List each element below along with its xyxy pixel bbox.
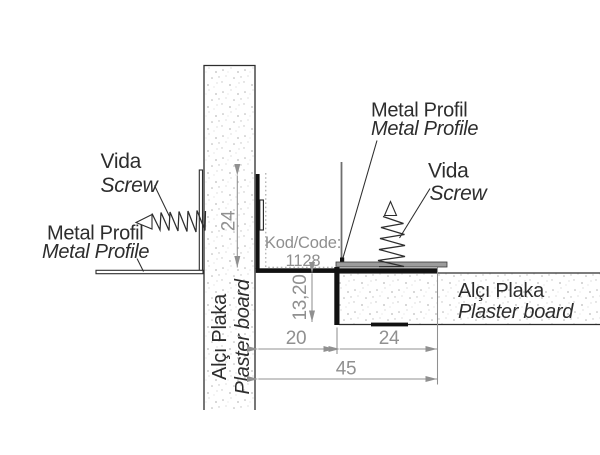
profile-1128-base <box>255 268 438 273</box>
dim-text-24: 24 <box>379 328 400 349</box>
label-vida-left-tr: Vida <box>101 150 142 173</box>
dimensions: 24 13,20 20 24 45 <box>219 164 439 385</box>
horizontal-plasterboard: Alçı Plaka Plaster board <box>339 272 600 326</box>
screw-left-tip <box>134 213 153 230</box>
profile-1128-drop-leg <box>334 267 340 325</box>
screw-right <box>377 200 406 268</box>
horizontal-plasterboard-texture <box>339 273 600 325</box>
screw-left-thread <box>151 210 207 233</box>
code-label: Kod/Code: <box>265 234 341 252</box>
dim-text-vertical-24: 24 <box>219 210 240 231</box>
leader-lines <box>136 140 431 272</box>
dim-text-45: 45 <box>336 359 357 380</box>
leader-metal-profil-left <box>136 258 144 272</box>
horizontal-plasterboard-label-en: Plaster board <box>458 301 574 323</box>
leader-metal-profil-right <box>341 140 378 260</box>
vertical-plasterboard-label-tr: Alçı Plaka <box>209 293 231 380</box>
dim-text-20: 20 <box>286 328 307 349</box>
screw-left <box>134 210 207 233</box>
leader-metal-profil-right-end-dot <box>340 257 345 262</box>
profile-1128-vertical-leg <box>255 174 260 269</box>
callout-labels: Vida Screw Metal Profil Metal Profile Me… <box>42 100 489 271</box>
label-metal-profil-left-en: Metal Profile <box>42 241 149 263</box>
leader-vida-left <box>154 185 171 218</box>
label-metal-profil-left-tr: Metal Profil <box>47 223 143 245</box>
screw-right-thread <box>377 215 406 268</box>
label-metal-profil-right-tr: Metal Profil <box>371 100 467 122</box>
label-vida-left-en: Screw <box>101 174 160 197</box>
vertical-plasterboard: Alçı Plaka Plaster board <box>203 64 256 410</box>
vertical-plasterboard-texture <box>204 66 255 410</box>
label-vida-right-tr: Vida <box>428 160 469 183</box>
profile-1128 <box>255 162 448 327</box>
profile-1128-clip <box>259 199 264 231</box>
vertical-plasterboard-outline <box>203 64 256 410</box>
left-angle-profile-flange <box>95 269 204 275</box>
label-metal-profil-right-en: Metal Profile <box>371 118 478 140</box>
vertical-plasterboard-label-en: Plaster board <box>232 278 254 394</box>
leader-vida-right <box>399 188 431 239</box>
screw-right-tip <box>383 200 398 217</box>
profile-1128-bottom-lip <box>371 322 408 327</box>
horizontal-plasterboard-label-tr: Alçı Plaka <box>458 280 545 302</box>
label-vida-right-en: Screw <box>430 182 489 205</box>
dim-text-13-20: 13,20 <box>290 274 311 320</box>
code-value: 1128 <box>286 252 321 270</box>
